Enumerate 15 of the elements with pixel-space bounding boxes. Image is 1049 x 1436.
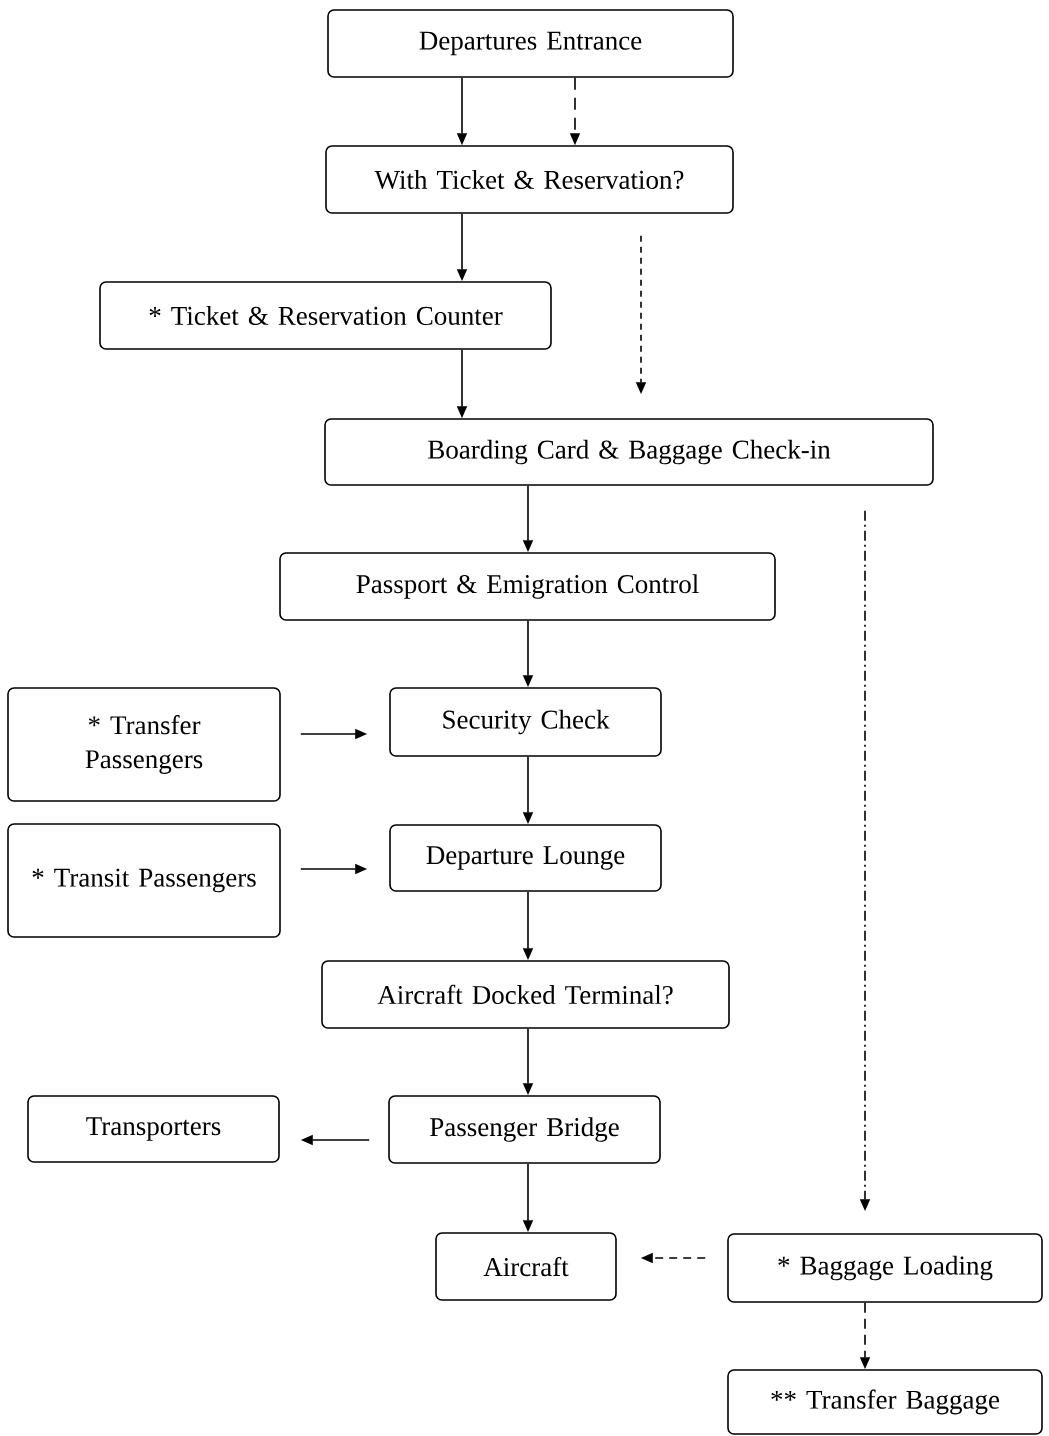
process-box: * Ticket & Reservation Counter [99,281,552,350]
process-box: Departures Entrance [327,9,734,78]
process-box: Boarding Card & Baggage Check-in [324,418,934,486]
process-box: Security Check [389,687,662,757]
process-box: * Transfer Passengers [7,687,281,802]
process-box: * Baggage Loading [727,1233,1043,1303]
process-box: With Ticket & Reservation? [325,145,734,214]
process-box: * Transit Passengers [7,823,281,938]
process-box: Aircraft Docked Terminal? [321,960,730,1029]
process-box: Transporters [27,1095,280,1163]
process-box: Departure Lounge [389,824,662,892]
process-box: Passport & Emigration Control [279,552,776,621]
process-box: Aircraft [435,1232,617,1301]
process-box: Passenger Bridge [388,1095,661,1164]
process-box: ** Transfer Baggage [727,1369,1043,1435]
